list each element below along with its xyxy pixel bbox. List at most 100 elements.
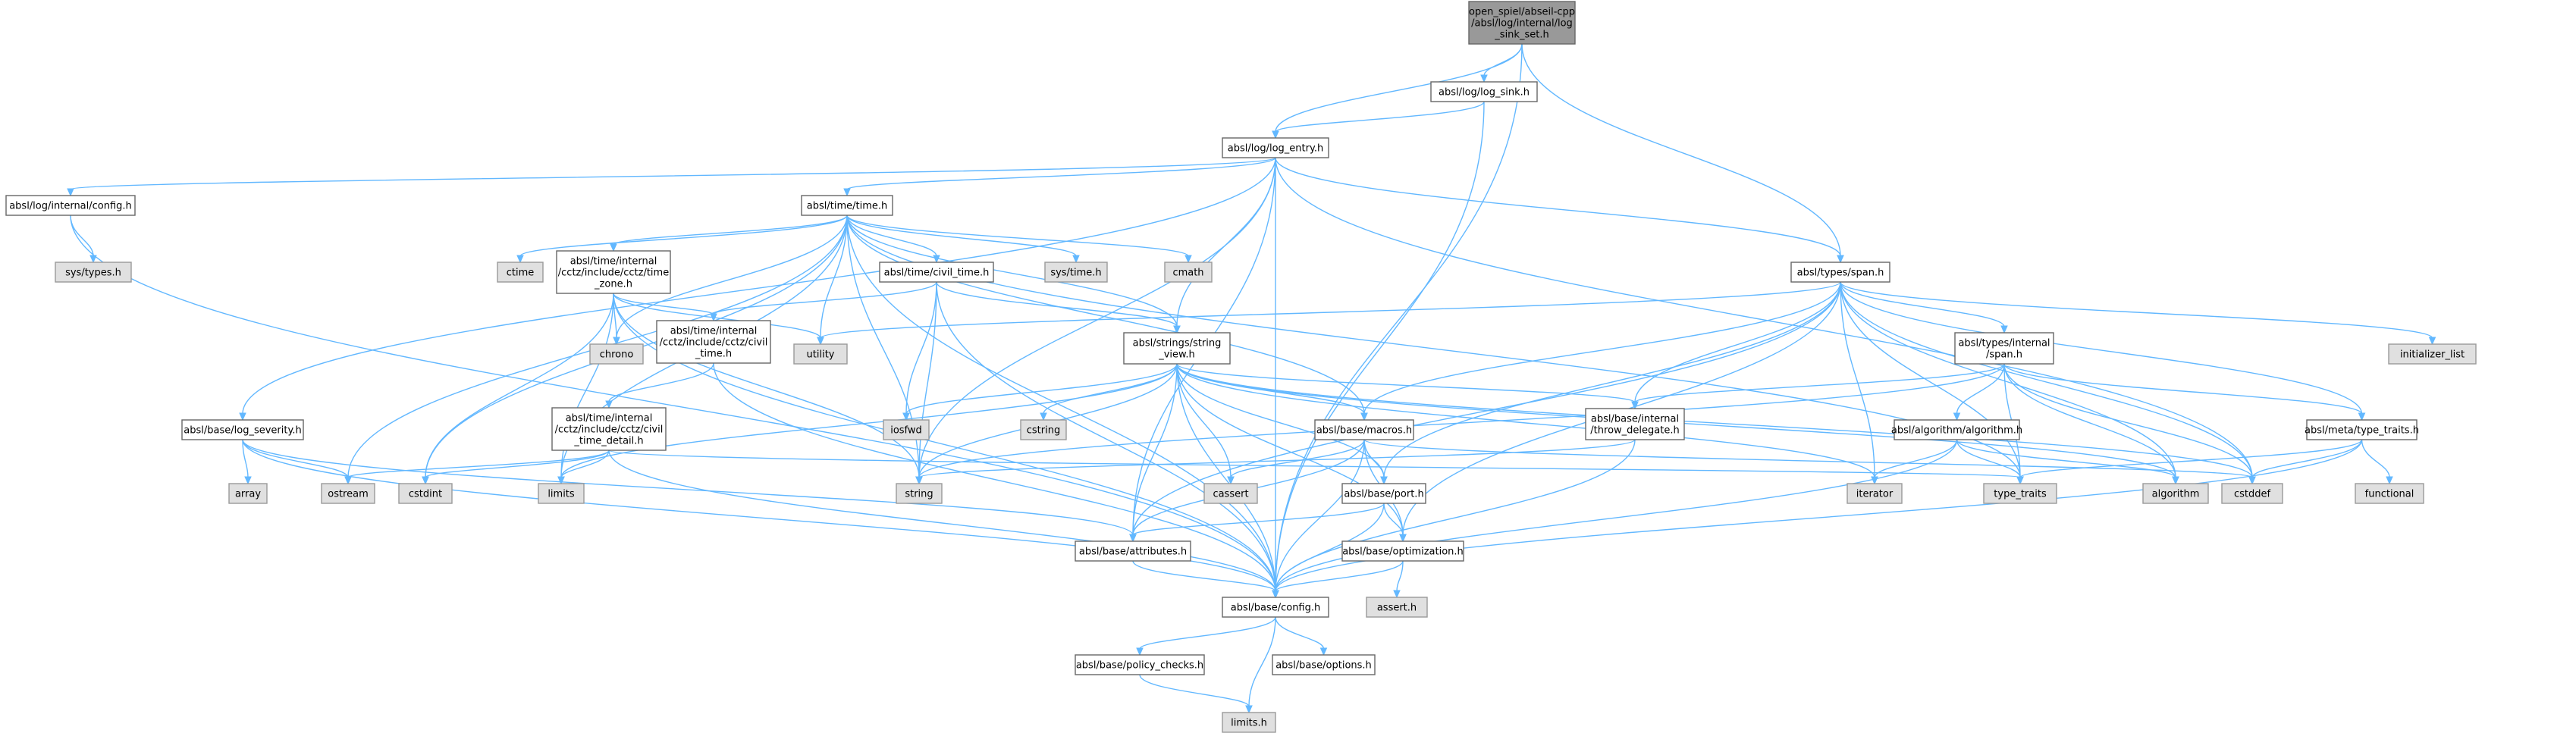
- node-label: _view.h: [1158, 349, 1195, 361]
- edge-algorithm_h-to-algorithm: [1956, 439, 2179, 485]
- node-label: /cctz/include/cctz/civil: [660, 337, 768, 349]
- node-label: /absl/log/internal/log: [1471, 18, 1573, 30]
- edge-string_view-to-iosfwd: [902, 363, 1178, 421]
- edge-root-to-span: [1521, 43, 1844, 264]
- node-label: _time.h: [695, 349, 732, 360]
- node-absl-time-internal-cctz-include-cctz-time-zone-h[interactable]: absl/time/internal/cctz/include/cctz/tim…: [556, 250, 671, 294]
- node-absl-time-internal-cctz-include-cctz-civil-time-h[interactable]: absl/time/internal/cctz/include/cctz/civ…: [656, 320, 771, 364]
- node-absl-log-log-sink-h[interactable]: absl/log/log_sink.h: [1430, 81, 1538, 102]
- node-label: initializer_list: [2400, 349, 2465, 361]
- node-absl-types-internal-span-h[interactable]: absl/types/internal/span.h: [1954, 332, 2054, 365]
- edge-types_internal_span-to-cstddef: [2003, 363, 2256, 485]
- node-label: cstdint: [409, 489, 442, 500]
- node-cstdint: cstdint: [398, 483, 453, 504]
- node-label: cmath: [1172, 268, 1203, 279]
- node-box: [656, 320, 771, 364]
- node-label: absl/base/config.h: [1231, 603, 1321, 614]
- node-box: [879, 262, 994, 283]
- node-label: iosfwd: [890, 425, 922, 437]
- node-absl-base-optimization-h[interactable]: absl/base/optimization.h: [1341, 540, 1464, 562]
- node-label: absl/strings/string: [1133, 338, 1222, 349]
- node-absl-time-civil-time-h[interactable]: absl/time/civil_time.h: [879, 262, 994, 283]
- edge-attributes-to-config: [1132, 560, 1279, 599]
- node-absl-base-options-h[interactable]: absl/base/options.h: [1272, 654, 1376, 675]
- node-layer: open_spiel/abseil-cpp/absl/log/internal/…: [5, 1, 2477, 733]
- node-absl-base-config-h[interactable]: absl/base/config.h: [1222, 597, 1329, 618]
- node-label: absl/base/optimization.h: [1342, 547, 1464, 558]
- node-label: utility: [807, 349, 835, 361]
- node-box: [1075, 654, 1205, 675]
- node-box: [2388, 343, 2477, 365]
- edge-time_h-to-sys_time: [846, 215, 1080, 264]
- node-absl-time-internal-cctz-include-cctz-civil-time-detail-h[interactable]: absl/time/internal/cctz/include/cctz/civ…: [551, 407, 667, 451]
- edge-policy_checks-to-limits_h: [1139, 674, 1253, 714]
- node-absl-base-macros-h[interactable]: absl/base/macros.h: [1314, 419, 1414, 440]
- edge-string_view-to-cstring: [1040, 363, 1178, 421]
- node-open-spiel-abseil-cpp-absl-log-internal-log-sink-set-h[interactable]: open_spiel/abseil-cpp/absl/log/internal/…: [1468, 1, 1576, 45]
- node-absl-strings-string-view-h[interactable]: absl/strings/string_view.h: [1123, 332, 1231, 365]
- edge-time_h-to-type_traits: [846, 215, 2024, 485]
- node-array: array: [228, 483, 268, 504]
- node-absl-log-internal-config-h[interactable]: absl/log/internal/config.h: [5, 195, 136, 216]
- edge-log_sink-to-log_entry: [1272, 101, 1485, 139]
- node-absl-types-span-h[interactable]: absl/types/span.h: [1790, 262, 1890, 283]
- node-cstddef: cstddef: [2221, 483, 2283, 504]
- edge-root-to-log_sink: [1480, 43, 1523, 83]
- edge-log_entry-to-span: [1275, 157, 1844, 264]
- node-label: /cctz/include/cctz/civil: [555, 424, 664, 436]
- node-label: ctime: [507, 268, 535, 279]
- node-box: [1123, 332, 1231, 365]
- node-box: [1954, 332, 2054, 365]
- node-label: sys/types.h: [65, 268, 121, 279]
- edge-civil_time_detail-to-ostream: [344, 450, 610, 485]
- edge-algorithm_h-to-config: [1272, 439, 1958, 599]
- node-sys-types-h: sys/types.h: [55, 262, 132, 283]
- node-absl-log-log-entry-h[interactable]: absl/log/log_entry.h: [1222, 137, 1329, 158]
- edge-string_view-to-optimization: [1176, 363, 1407, 543]
- node-box: [1894, 419, 2020, 440]
- node-iosfwd: iosfwd: [883, 419, 930, 440]
- node-box: [589, 343, 644, 365]
- edge-log_severity-to-array: [242, 439, 252, 485]
- node-box: [1075, 540, 1191, 562]
- edge-cctz_civil_time-to-civil_time_detail: [605, 362, 714, 409]
- edge-types_internal_span-to-throw_delegate: [1631, 363, 2005, 410]
- node-absl-base-port-h[interactable]: absl/base/port.h: [1341, 483, 1426, 504]
- edge-log_entry-to-string: [915, 157, 1276, 485]
- node-utility: utility: [793, 343, 848, 365]
- node-absl-algorithm-algorithm-h[interactable]: absl/algorithm/algorithm.h: [1891, 419, 2022, 440]
- node-limits: limits: [538, 483, 585, 504]
- node-label: absl/algorithm/algorithm.h: [1891, 425, 2022, 437]
- node-absl-base-log-severity-h[interactable]: absl/base/log_severity.h: [181, 419, 304, 440]
- edge-log_entry-to-log_config: [67, 157, 1276, 197]
- edge-civil_time_h-to-iosfwd: [902, 281, 937, 421]
- node-absl-base-internal-throw-delegate-h[interactable]: absl/base/internal/throw_delegate.h: [1585, 408, 1685, 440]
- node-label: assert.h: [1377, 603, 1417, 614]
- edge-type_traits_h-to-cstddef: [2248, 439, 2363, 485]
- edge-span-to-port: [1380, 281, 1841, 485]
- edge-span-to-cstddef: [1840, 281, 2256, 485]
- node-box: [538, 483, 585, 504]
- node-box: [883, 419, 930, 440]
- node-label: absl/time/internal: [670, 326, 758, 337]
- node-box: [1164, 262, 1213, 283]
- node-label: iterator: [1856, 489, 1894, 500]
- node-label: absl/base/macros.h: [1316, 425, 1412, 437]
- node-label: absl/base/options.h: [1275, 660, 1372, 672]
- node-label: absl/log/log_sink.h: [1439, 87, 1530, 99]
- node-absl-base-attributes-h[interactable]: absl/base/attributes.h: [1075, 540, 1191, 562]
- node-absl-base-policy-checks-h[interactable]: absl/base/policy_checks.h: [1075, 654, 1205, 675]
- node-absl-time-time-h[interactable]: absl/time/time.h: [801, 195, 893, 216]
- node-box: [2221, 483, 2283, 504]
- node-absl-meta-type-traits-h[interactable]: absl/meta/type_traits.h: [2305, 419, 2419, 440]
- edge-log_config-to-sys_types: [70, 215, 97, 264]
- node-box: [1222, 137, 1329, 158]
- edge-log_severity-to-attributes: [242, 439, 1137, 543]
- node-assert-h: assert.h: [1366, 597, 1428, 618]
- node-box: [228, 483, 268, 504]
- node-label: absl/types/internal: [1958, 338, 2050, 349]
- node-box: [793, 343, 848, 365]
- node-label: absl/base/policy_checks.h: [1076, 660, 1203, 672]
- edge-optimization-to-config: [1272, 560, 1404, 599]
- edge-macros-to-cstddef: [1363, 439, 2256, 485]
